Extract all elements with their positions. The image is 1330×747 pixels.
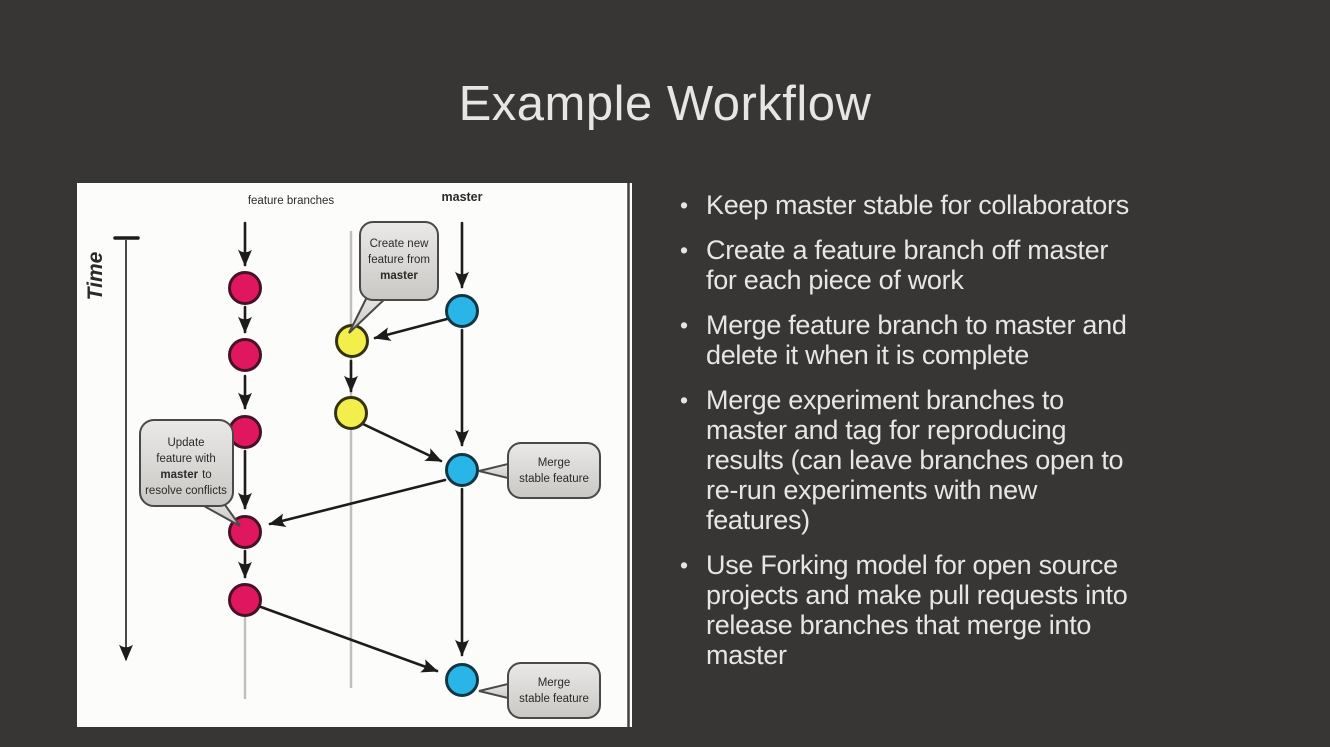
merge-to-master-arrow	[361, 422, 443, 463]
feature-commit-node	[228, 338, 262, 372]
bullet-text: Merge feature branch to master and delet…	[706, 310, 1127, 370]
bullet-marker: •	[680, 192, 688, 218]
merge-to-master-arrow	[259, 605, 439, 673]
callout-text-line: Update	[167, 437, 204, 449]
feature-branches-label: feature branches	[248, 195, 335, 207]
master-label: master	[442, 190, 483, 204]
callout-text-line: feature with	[156, 453, 215, 465]
callout-bubble	[139, 419, 234, 507]
master-commit-node	[445, 294, 479, 328]
callout-text-line: master to	[160, 469, 211, 481]
bullet-item: • Keep master stable for collaborators	[680, 190, 1265, 220]
time-axis: Time	[84, 236, 140, 662]
bullet-marker: •	[680, 237, 688, 263]
callout-bubble	[359, 221, 439, 301]
feature-commit-node	[228, 583, 262, 617]
callout-text-line: stable feature	[519, 693, 589, 705]
bullet-item: • Merge experiment branches to master and…	[680, 385, 1265, 535]
callout-text-line: stable feature	[519, 473, 589, 485]
callout-text-line: feature from	[368, 254, 430, 266]
merge-arrows	[259, 317, 449, 673]
slide-title: Example Workflow	[458, 77, 872, 131]
callout-text-line: resolve conflicts	[145, 485, 227, 497]
git-workflow-diagram: feature branches master Time	[77, 183, 632, 727]
bullet-item: • Create a feature branch off master for …	[680, 235, 1265, 295]
bullet-list: • Keep master stable for collaborators • C…	[680, 190, 1265, 685]
bullet-text: Merge experiment branches to master and …	[706, 385, 1124, 535]
callout-create-feature: Create new feature from master	[348, 221, 439, 334]
bullet-marker: •	[680, 552, 688, 578]
branch-off-master-arrow	[373, 317, 449, 341]
callout-text-bold: master	[160, 469, 198, 481]
callout-merge-stable-feature-1: Merge stable feature	[478, 442, 601, 499]
master-commit-node	[445, 453, 479, 487]
bullet-item: • Use Forking model for open source proje…	[680, 550, 1265, 670]
callout-text-line: Merge	[538, 457, 571, 469]
feature-commit-node	[228, 271, 262, 305]
bullet-marker: •	[680, 312, 688, 338]
bullet-text: Keep master stable for collaborators	[706, 190, 1129, 220]
callout-text-line: Create new	[370, 238, 430, 250]
new-feature-commit-node	[334, 396, 368, 430]
update-feature-arrow	[268, 478, 447, 528]
callout-text-line: Merge	[538, 677, 571, 689]
feature-commit-node	[228, 415, 262, 449]
bullet-text: Use Forking model for open source projec…	[706, 550, 1128, 670]
time-axis-label: Time	[84, 251, 107, 300]
callout-text-line: master	[380, 270, 418, 282]
commit-nodes	[228, 271, 479, 697]
git-workflow-svg: feature branches master Time	[84, 183, 630, 727]
callout-text-rest: to	[202, 469, 212, 481]
callout-merge-stable-feature-2: Merge stable feature	[478, 662, 601, 719]
bullet-item: • Merge feature branch to master and dele…	[680, 310, 1265, 370]
master-commit-node	[445, 663, 479, 697]
callout-bubble	[507, 662, 601, 719]
bullet-text: Create a feature branch off master for e…	[706, 235, 1109, 295]
bullet-marker: •	[680, 387, 688, 413]
callout-bubble	[507, 442, 601, 499]
callout-update-feature: Update feature with master to resolve con…	[139, 419, 241, 527]
